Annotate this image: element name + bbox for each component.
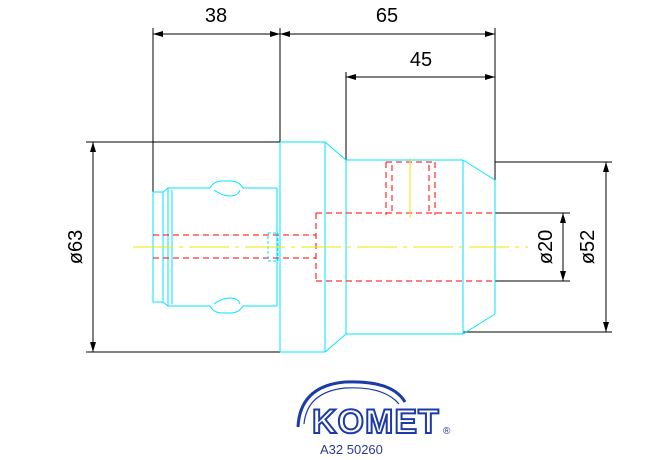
dimension-38-label: 38 [205,5,227,27]
dimension-diameter-52-label: ø52 [577,230,599,264]
dimension-arrowheads [90,31,609,352]
centerlines [133,158,528,248]
dimension-45-label: 45 [410,49,432,71]
dimension-diameter-20-label: ø20 [535,230,557,264]
dimension-65-label: 65 [376,5,398,27]
komet-logo: KOMET ® A32 50260 [296,380,451,457]
product-code: A32 50260 [320,442,383,457]
logo-arc-icon [296,380,407,428]
hidden-lines [153,161,495,282]
dimension-lines [86,28,612,353]
logo-brand-text: KOMET [312,403,440,441]
dimension-diameter-63-label: ø63 [65,230,87,264]
registered-mark: ® [443,426,451,437]
